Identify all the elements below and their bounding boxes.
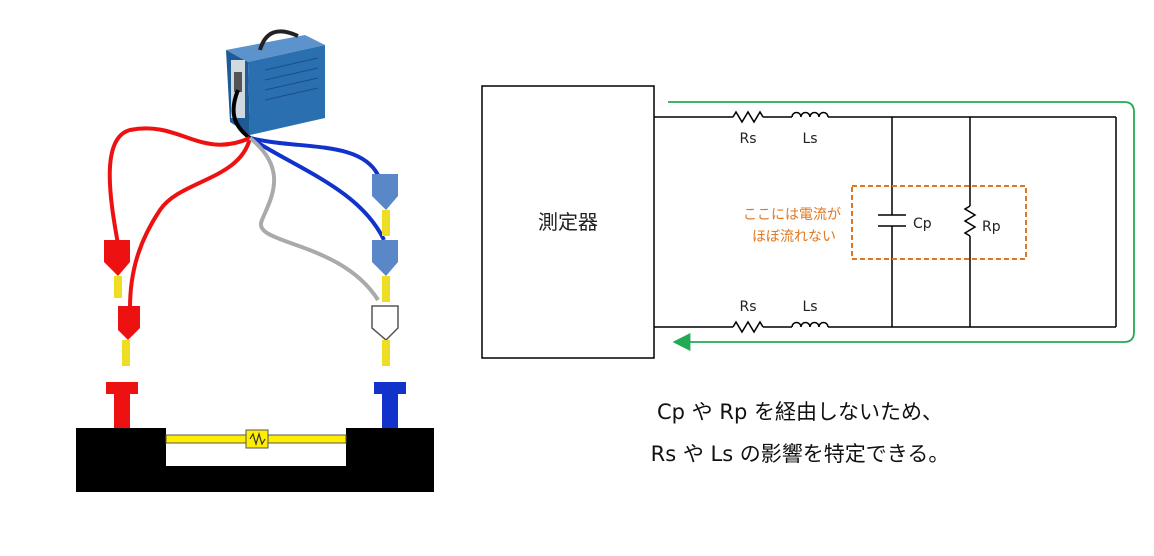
- no-current-region: [851, 185, 1027, 260]
- red-terminal-post: [106, 382, 138, 428]
- rs-upper-label: Rs: [739, 131, 756, 147]
- note-line-2: ほぼ流れない: [752, 229, 836, 245]
- ls-upper-label: Ls: [802, 131, 817, 147]
- inductor-ls-lower: [791, 321, 829, 328]
- inductor-ls-upper: [791, 111, 829, 118]
- note-line-1: ここには電流が: [743, 207, 841, 223]
- white-clip: [371, 305, 399, 366]
- cp-label: Cp: [913, 216, 932, 232]
- current-path-arrow: [668, 101, 1135, 351]
- resistor-rs-lower: [732, 320, 764, 334]
- bottom-wire: [654, 320, 1116, 334]
- meter-box: [481, 85, 655, 359]
- red-clip-upper: [104, 240, 130, 298]
- instrument-illustration: [226, 29, 325, 135]
- caption-line-2: Rs や Ls の影響を特定できる。: [650, 442, 950, 466]
- rp-label: Rp: [982, 219, 1001, 235]
- ls-lower-label: Ls: [802, 299, 817, 315]
- meter-label: 測定器: [538, 210, 598, 234]
- rs-lower-label: Rs: [739, 299, 756, 315]
- test-fixture-base: [76, 428, 434, 492]
- top-wire: [654, 110, 1116, 124]
- capacitor-branch: [878, 117, 906, 327]
- blue-clip-lower: [372, 240, 398, 302]
- shorting-bar: [165, 429, 347, 449]
- main-cable: [231, 89, 252, 140]
- blue-terminal-post: [374, 382, 406, 428]
- red-test-leads: [107, 126, 252, 309]
- resistor-rp: [963, 205, 977, 237]
- resistor-rs-upper: [732, 110, 764, 124]
- blue-clip-upper: [372, 174, 398, 236]
- blue-test-leads: [248, 136, 386, 241]
- resistor-branch: [963, 117, 977, 327]
- gray-test-lead: [248, 136, 380, 302]
- red-clip-lower: [118, 306, 140, 366]
- caption-line-1: Cp や Rp を経由しないため、: [657, 400, 943, 424]
